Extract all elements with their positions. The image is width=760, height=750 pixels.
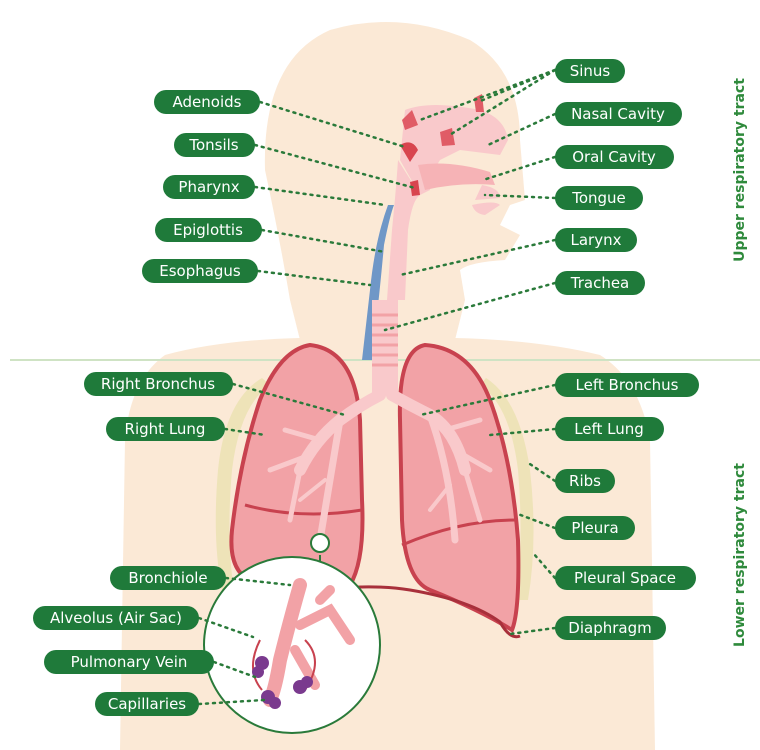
svg-text:Adenoids: Adenoids	[173, 93, 242, 111]
label-nasal-cavity: Nasal Cavity	[555, 102, 682, 126]
label-epiglottis: Epiglottis	[155, 218, 262, 242]
svg-text:Left Bronchus: Left Bronchus	[576, 376, 679, 394]
label-oral-cavity: Oral Cavity	[555, 145, 674, 169]
label-adenoids: Adenoids	[154, 90, 260, 114]
label-right-bronchus: Right Bronchus	[84, 372, 233, 396]
svg-text:Capillaries: Capillaries	[108, 695, 186, 713]
label-tonsils: Tonsils	[174, 133, 255, 157]
svg-text:Trachea: Trachea	[570, 274, 630, 292]
label-pleural-space: Pleural Space	[555, 566, 696, 590]
label-left-lung: Left Lung	[555, 417, 664, 441]
svg-text:Esophagus: Esophagus	[159, 262, 241, 280]
label-tongue: Tongue	[555, 186, 643, 210]
svg-text:Oral Cavity: Oral Cavity	[572, 148, 656, 166]
label-ribs: Ribs	[555, 469, 615, 493]
label-bronchiole: Bronchiole	[110, 566, 226, 590]
svg-text:Right Bronchus: Right Bronchus	[101, 375, 215, 393]
svg-text:Pleura: Pleura	[571, 519, 618, 537]
label-capillaries: Capillaries	[95, 692, 199, 716]
svg-text:Pharynx: Pharynx	[178, 178, 239, 196]
svg-text:Left Lung: Left Lung	[574, 420, 644, 438]
label-alveolus: Alveolus (Air Sac)	[33, 606, 199, 630]
label-esophagus: Esophagus	[142, 259, 258, 283]
svg-text:Alveolus (Air Sac): Alveolus (Air Sac)	[50, 609, 182, 627]
label-right-lung: Right Lung	[106, 417, 225, 441]
svg-text:Epiglottis: Epiglottis	[173, 221, 243, 239]
svg-text:Tongue: Tongue	[571, 189, 626, 207]
label-trachea: Trachea	[555, 271, 645, 295]
svg-text:Ribs: Ribs	[569, 472, 601, 490]
svg-text:Nasal Cavity: Nasal Cavity	[571, 105, 665, 123]
label-left-bronchus: Left Bronchus	[555, 373, 699, 397]
svg-text:Right Lung: Right Lung	[125, 420, 206, 438]
svg-text:Larynx: Larynx	[571, 231, 622, 249]
svg-text:Pleural Space: Pleural Space	[574, 569, 676, 587]
svg-text:Diaphragm: Diaphragm	[568, 619, 651, 637]
label-sinus: Sinus	[555, 59, 625, 83]
label-diaphragm: Diaphragm	[555, 616, 666, 640]
label-pleura: Pleura	[555, 516, 635, 540]
upper-tract-title: Upper respiratory tract	[732, 78, 748, 262]
svg-text:Tonsils: Tonsils	[188, 136, 238, 154]
label-larynx: Larynx	[555, 228, 637, 252]
svg-text:Sinus: Sinus	[570, 62, 611, 80]
svg-text:Pulmonary Vein: Pulmonary Vein	[71, 653, 188, 671]
svg-text:Bronchiole: Bronchiole	[128, 569, 207, 587]
label-pulmonary-vein: Pulmonary Vein	[44, 650, 214, 674]
lower-tract-title: Lower respiratory tract	[732, 463, 748, 647]
label-pharynx: Pharynx	[163, 175, 255, 199]
